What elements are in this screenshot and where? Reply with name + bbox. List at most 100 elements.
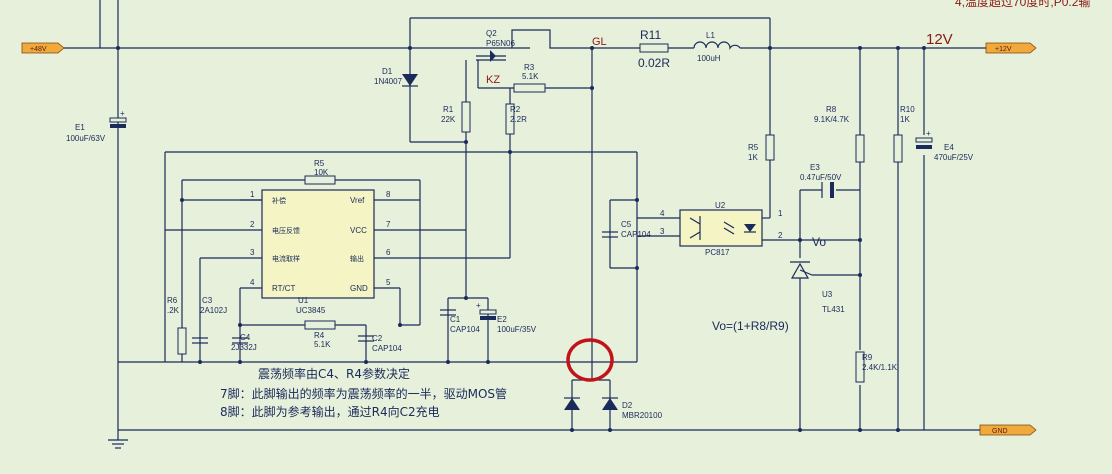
d2-diode: D2 MBR20100 xyxy=(564,397,663,420)
r11-value: 0.02R xyxy=(638,56,670,70)
u1-pin6-name: 输出 xyxy=(350,254,364,263)
u1-pin3-name: 电流取样 xyxy=(272,254,300,263)
c1-capacitor: C1 CAP104 xyxy=(440,309,480,334)
e3-value: 0.47uF/50V xyxy=(800,173,842,182)
r4-value: 5.1K xyxy=(314,340,331,349)
r11-ref: R11 xyxy=(640,28,661,42)
u1-pin7-num: 7 xyxy=(386,220,391,229)
c3-ref: C3 xyxy=(202,296,213,305)
d1-value: 1N4007 xyxy=(374,77,403,86)
u1-pin8-num: 8 xyxy=(386,190,391,199)
u1-pin2-name: 电压反馈 xyxy=(272,226,300,235)
u2-pin1: 1 xyxy=(778,209,783,218)
r4-ref: R4 xyxy=(314,331,325,340)
top-note: 4,温度超过70度时,P0.2输 xyxy=(955,0,1090,9)
u3-ref: U3 xyxy=(822,290,833,299)
u1-pin5-name: GND xyxy=(350,284,368,293)
e1-value: 100uF/63V xyxy=(66,134,106,143)
c5-ref: C5 xyxy=(621,220,632,229)
c1-value: CAP104 xyxy=(450,325,480,334)
r2-ref: R2 xyxy=(510,105,521,114)
u1-ic: 补偿 电压反馈 电流取样 RT/CT Vref VCC 输出 GND 1 2 3… xyxy=(250,189,391,315)
port-plus12v: +12V xyxy=(985,42,1037,54)
q2-mosfet: Q2 P65N06 xyxy=(476,29,515,70)
note-1: 震荡频率由C4、R4参数决定 xyxy=(258,366,410,381)
d1-diode: D1 1N4007 xyxy=(374,67,418,87)
u1-pin4-name: RT/CT xyxy=(272,284,296,293)
r5b-ref: R5 xyxy=(748,143,759,152)
u2-pin2: 2 xyxy=(778,231,783,240)
u1-pin5-num: 5 xyxy=(386,278,391,287)
c2-value: CAP104 xyxy=(372,344,402,353)
e3-ref: E3 xyxy=(810,163,820,172)
u1-value: UC3845 xyxy=(296,306,326,315)
e2-capacitor: + E2 100uF/35V xyxy=(476,301,537,334)
d1-ref: D1 xyxy=(382,67,393,76)
note-3: 8脚：此脚为参考输出，通过R4向C2充电 xyxy=(220,404,440,419)
port-gnd-label: GND xyxy=(992,428,1008,435)
r1-resistor: R1 22K xyxy=(441,101,471,133)
r3-value: 5.1K xyxy=(522,72,539,81)
c4-value: 2J332J xyxy=(231,343,257,352)
e1-capacitor: + E1 100uF/63V xyxy=(66,109,127,143)
port-plus12v-label: +12V xyxy=(995,46,1012,53)
e3-capacitor: E3 0.47uF/50V xyxy=(800,163,842,198)
r9-ref: R9 xyxy=(862,353,873,362)
r2-resistor: R2 2.2R xyxy=(505,103,527,135)
u1-pin3-num: 3 xyxy=(250,248,255,257)
junctions xyxy=(116,46,926,432)
u2-pin4: 4 xyxy=(660,209,665,218)
r9-resistor: R9 2.4K/1.1K xyxy=(855,351,898,383)
net-label-12v: 12V xyxy=(926,31,953,48)
r9-value: 2.4K/1.1K xyxy=(862,363,898,372)
r8-ref: R8 xyxy=(826,105,837,114)
highlight-circle xyxy=(566,338,614,382)
r6-resistor: R6 .2K xyxy=(167,296,187,362)
e2-value: 100uF/35V xyxy=(497,325,537,334)
port-plus48v-label: +48V xyxy=(30,46,47,53)
c5-value: CAP104 xyxy=(621,230,651,239)
r8-value: 9.1K/4.7K xyxy=(814,115,850,124)
u1-pin2-num: 2 xyxy=(250,220,255,229)
u3-shunt-regulator: U3 TL431 xyxy=(790,261,845,314)
r10-resistor: R10 1K xyxy=(893,105,915,163)
wires xyxy=(64,0,986,440)
q2-value: P65N06 xyxy=(486,39,515,48)
r5b-value: 1K xyxy=(748,153,758,162)
r6-ref: R6 xyxy=(167,296,178,305)
u1-ref: U1 xyxy=(298,296,309,305)
c1-ref: C1 xyxy=(450,315,461,324)
r2-value: 2.2R xyxy=(510,115,527,124)
ground-symbol xyxy=(108,439,128,449)
r5-ref: R5 xyxy=(314,159,325,168)
r10-value: 1K xyxy=(900,115,910,124)
u2-ref: U2 xyxy=(715,201,726,210)
formula: Vo=(1+R8/R9) xyxy=(712,319,789,333)
r5b-resistor: R5 1K xyxy=(748,134,775,162)
r11-resistor: R11 0.02R xyxy=(638,28,670,70)
port-plus48v: +48V xyxy=(21,42,65,54)
svg-text:+: + xyxy=(476,301,481,310)
u2-optocoupler: 4 3 1 2 U2 PC817 xyxy=(660,201,783,257)
r5-value: 10K xyxy=(314,168,329,177)
net-label-vo: Vo xyxy=(812,235,826,249)
e4-capacitor: + E4 470uF/25V xyxy=(915,129,974,162)
r10-ref: R10 xyxy=(900,105,915,114)
u1-pin1-num: 1 xyxy=(250,190,255,199)
l1-ref: L1 xyxy=(706,31,715,40)
e4-value: 470uF/25V xyxy=(934,153,974,162)
q2-ref: Q2 xyxy=(486,29,497,38)
u1-pin1-name: 补偿 xyxy=(272,196,286,205)
r4-resistor: R4 5.1K xyxy=(304,320,336,349)
c5-capacitor: C5 CAP104 xyxy=(602,220,651,239)
c2-capacitor: C2 CAP104 xyxy=(358,334,402,353)
net-label-gl: GL xyxy=(592,36,607,48)
r1-value: 22K xyxy=(441,115,456,124)
r6-value: .2K xyxy=(167,306,180,315)
u2-value: PC817 xyxy=(705,248,730,257)
l1-inductor: L1 100uH xyxy=(693,31,741,63)
note-2: 7脚：此脚输出的频率为震荡频率的一半，驱动MOS管 xyxy=(220,386,507,401)
e2-ref: E2 xyxy=(497,315,507,324)
